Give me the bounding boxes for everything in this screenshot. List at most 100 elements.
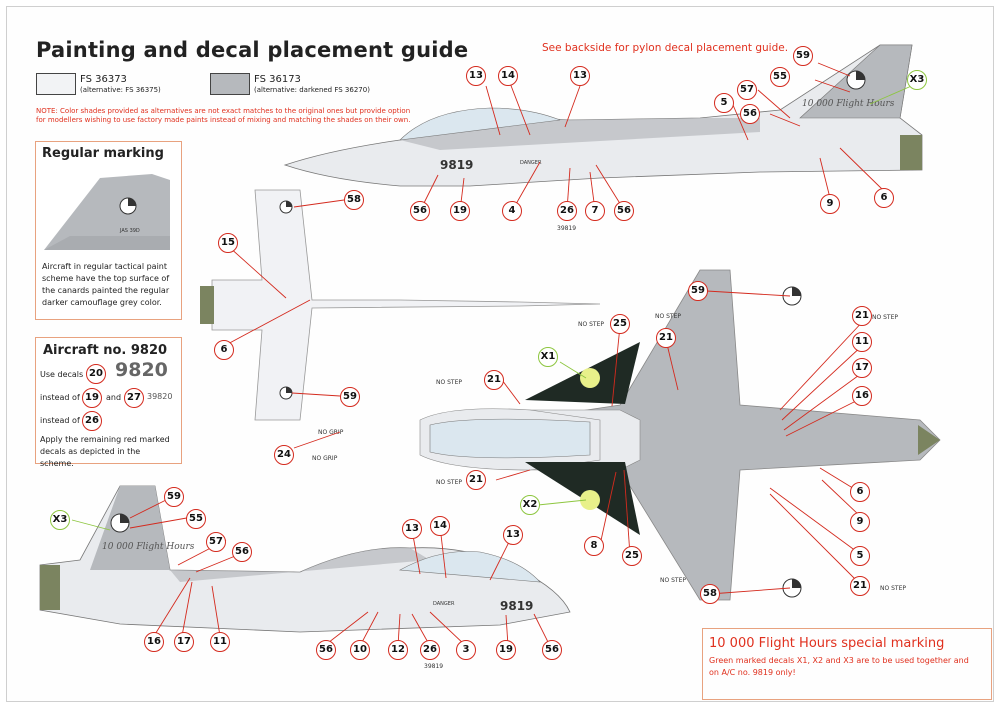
decal-badge-x2: X2: [520, 495, 540, 515]
backside-note: See backside for pylon decal placement g…: [542, 42, 789, 54]
and-text: and: [106, 393, 122, 402]
serial-39820: 39820: [147, 392, 173, 401]
decal-badge-13: 13: [570, 66, 590, 86]
decal-badge-13: 13: [466, 66, 486, 86]
decal-badge-8: 8: [584, 536, 604, 556]
decal-badge-59: 59: [340, 387, 360, 407]
decal-badge-x3: X3: [50, 510, 70, 530]
decal-badge-9: 9: [850, 512, 870, 532]
decal-badge-59: 59: [688, 281, 708, 301]
decal-badge-13: 13: [503, 525, 523, 545]
decal-badge-26: 26: [557, 201, 577, 221]
decal-badge-17: 17: [174, 632, 194, 652]
decal-badge-6: 6: [214, 340, 234, 360]
aircraft-9820-title: Aircraft no. 9820: [43, 343, 168, 358]
aircraft-9820-panel: [35, 337, 182, 464]
badge-19-ref: 19: [82, 388, 102, 408]
special-marking-title: 10 000 Flight Hours special marking: [709, 636, 945, 651]
page-title: Painting and decal placement guide: [36, 38, 469, 62]
no-step-6: NO STEP: [880, 585, 906, 592]
decal-badge-59: 59: [793, 46, 813, 66]
decal-badge-56: 56: [740, 104, 760, 124]
decal-badge-11: 11: [210, 632, 230, 652]
serial-small-bottom: 39819: [424, 663, 443, 670]
decal-badge-x1: X1: [538, 347, 558, 367]
color-note: NOTE: Color shades provided as alternati…: [36, 107, 411, 124]
decal-badge-57: 57: [737, 80, 757, 100]
badge-20: 20: [86, 364, 106, 384]
decal-badge-17: 17: [852, 358, 872, 378]
no-grip-2: NO GRIP: [312, 455, 338, 462]
decal-badge-10: 10: [350, 640, 370, 660]
decal-badge-6: 6: [850, 482, 870, 502]
fin-text-bottom: 10 000 Flight Hours: [102, 542, 195, 552]
apply-remaining-text: Apply the remaining red marked decals as…: [40, 435, 170, 468]
decal-badge-21: 21: [852, 306, 872, 326]
badge-26-ref: 26: [82, 411, 102, 431]
instead-of-text-2: instead of: [40, 416, 80, 425]
decal-badge-19: 19: [450, 201, 470, 221]
plan-view-right: NO STEP NO STEP NO STEP NO STEP NO STEP …: [312, 269, 941, 601]
decal-badge-19: 19: [496, 640, 516, 660]
decal-badge-9: 9: [820, 194, 840, 214]
regular-marking-title: Regular marking: [42, 146, 164, 161]
use-decals-text: Use decals: [40, 370, 84, 379]
decal-badge-56: 56: [614, 201, 634, 221]
serial-top: 9819: [440, 158, 473, 172]
regular-fin-illustration: JAS 39D: [44, 174, 170, 250]
plan-view-left: [200, 189, 601, 421]
side-view-top: 10 000 Flight Hours 9819 DANGER 39819: [283, 44, 923, 232]
decal-badge-16: 16: [852, 386, 872, 406]
danger-top: DANGER: [520, 160, 542, 166]
swatch-label-fs36373: FS 36373(alternative: FS 36375): [80, 74, 161, 94]
regular-fin-text: JAS 39D: [119, 228, 140, 234]
decal-badge-56: 56: [232, 542, 252, 562]
no-step-3: NO STEP: [436, 379, 462, 386]
decal-badge-26: 26: [420, 640, 440, 660]
no-step-2: NO STEP: [655, 313, 681, 320]
decal-badge-13: 13: [402, 519, 422, 539]
decal-badge-11: 11: [852, 332, 872, 352]
decal-badge-5: 5: [714, 93, 734, 113]
decal-badge-21: 21: [656, 328, 676, 348]
swatch-label-fs36173: FS 36173(alternative: darkened FS 36270): [254, 74, 370, 94]
decal-badge-5: 5: [850, 546, 870, 566]
no-step-7: NO STEP: [872, 314, 898, 321]
decal-badge-56: 56: [542, 640, 562, 660]
swatch-fs36173: [210, 73, 250, 95]
no-step-1: NO STEP: [578, 321, 604, 328]
decal-badge-58: 58: [700, 584, 720, 604]
decal-badge-15: 15: [218, 233, 238, 253]
decal-badge-14: 14: [430, 516, 450, 536]
decal-badge-6: 6: [874, 188, 894, 208]
regular-marking-text: Aircraft in regular tactical paint schem…: [42, 262, 170, 307]
danger-bottom: DANGER: [433, 601, 455, 607]
decal-badge-58: 58: [344, 190, 364, 210]
decal-badge-57: 57: [206, 532, 226, 552]
serial-small-top: 39819: [557, 225, 576, 232]
decal-badge-59: 59: [164, 487, 184, 507]
decal-badge-4: 4: [502, 201, 522, 221]
no-grip-1: NO GRIP: [318, 429, 344, 436]
decal-badge-x3: X3: [907, 70, 927, 90]
special-marking-text: Green marked decals X1, X2 and X3 are to…: [709, 656, 969, 677]
special-marking-panel: [702, 628, 992, 700]
decal-badge-55: 55: [770, 67, 790, 87]
no-step-5: NO STEP: [660, 577, 686, 584]
instead-of-text: instead of: [40, 393, 80, 402]
no-step-4: NO STEP: [436, 479, 462, 486]
fin-text-top: 10 000 Flight Hours: [802, 99, 895, 109]
decal-badge-56: 56: [316, 640, 336, 660]
decal-badge-7: 7: [585, 201, 605, 221]
decal-badge-55: 55: [186, 509, 206, 529]
green-leader-lines: [71, 83, 917, 531]
decal-badge-12: 12: [388, 640, 408, 660]
decal-badge-56: 56: [410, 201, 430, 221]
decal-badge-25: 25: [622, 546, 642, 566]
leader-lines: [129, 62, 885, 647]
decal-badge-25: 25: [610, 314, 630, 334]
decal-badge-21: 21: [484, 370, 504, 390]
serial-9820: 9820: [115, 359, 168, 381]
swatch-fs36373: [36, 73, 76, 95]
